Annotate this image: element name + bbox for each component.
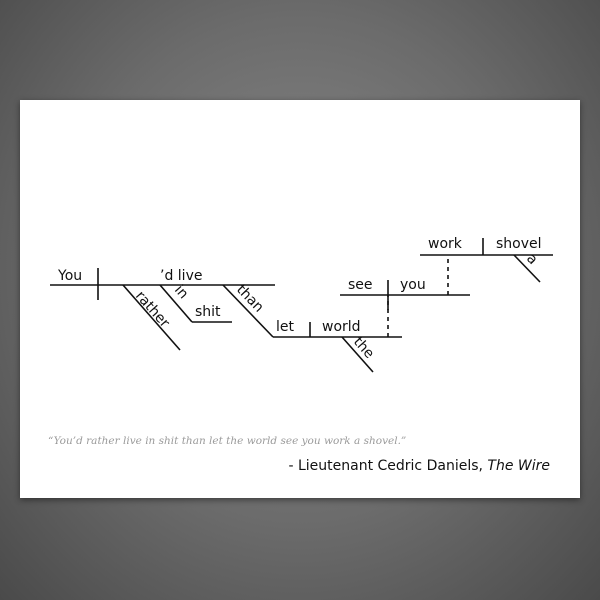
word-shit: shit — [195, 304, 221, 320]
attribution-prefix: - Lieutenant Cedric Daniels, — [288, 458, 488, 474]
word-d-live: ’d live — [160, 268, 202, 284]
word-shovel: shovel — [496, 236, 542, 252]
rather-slant — [122, 284, 181, 351]
the-slant — [341, 336, 374, 373]
word-rather: rather — [132, 288, 173, 331]
word-the: the — [350, 334, 377, 362]
than-slant — [222, 284, 274, 338]
word-let: let — [276, 319, 295, 335]
word-you: You — [57, 268, 82, 284]
quote-text: “You’d rather live in shit than let the … — [48, 435, 407, 447]
attribution-work: The Wire — [487, 458, 550, 474]
word-work: work — [428, 236, 463, 252]
attribution: - Lieutenant Cedric Daniels, The Wire — [288, 458, 550, 474]
sentence-diagram: You ’d live rather in shit than let worl… — [50, 236, 553, 373]
word-you-2: you — [400, 277, 426, 293]
word-world: world — [322, 319, 361, 335]
word-see: see — [348, 277, 373, 293]
in-slant — [159, 284, 193, 323]
word-a: a — [523, 251, 540, 268]
word-than: than — [233, 282, 267, 316]
poster-card: You ’d live rather in shit than let worl… — [20, 100, 580, 498]
a-slant — [513, 254, 541, 283]
